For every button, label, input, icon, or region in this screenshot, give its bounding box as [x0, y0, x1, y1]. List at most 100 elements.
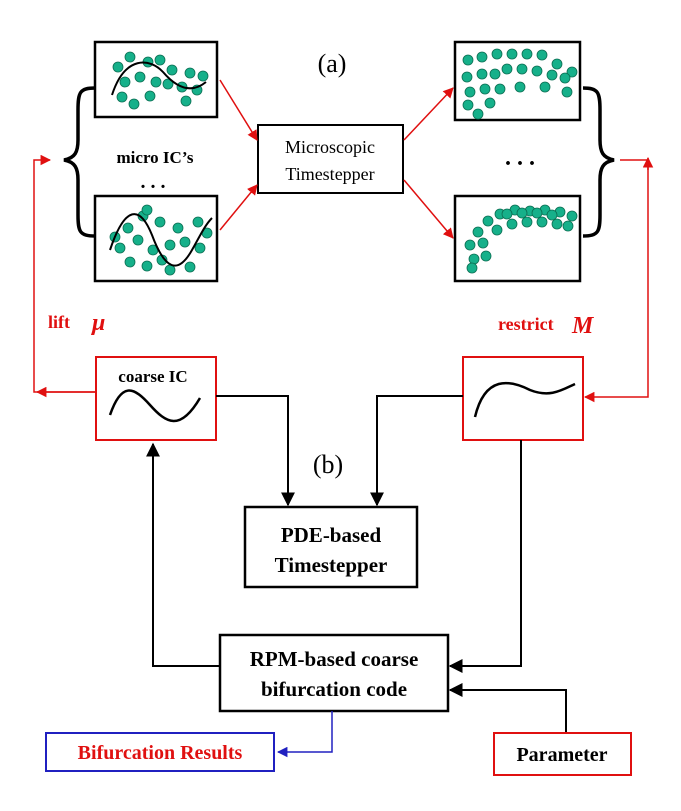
restricted-state-box — [462, 356, 584, 441]
arrow-parameter-to-rpm — [448, 683, 567, 733]
coarse-ic-label: coarse IC — [118, 367, 187, 386]
particle-dot — [484, 97, 496, 109]
particle-dot — [179, 236, 191, 248]
particle-dot — [491, 48, 503, 60]
particle-dot — [562, 220, 574, 232]
micro-output-box-1 — [453, 40, 582, 122]
coarse-ic-curve — [108, 389, 202, 423]
particle-dot — [461, 71, 473, 83]
part-b-label: (b) — [313, 450, 343, 479]
micro-output-particles-1 — [461, 48, 578, 120]
particle-dot — [194, 242, 206, 254]
micro-ic-particles-1 — [112, 51, 209, 110]
left-brace — [63, 86, 96, 238]
particle-dot — [477, 237, 489, 249]
micro-ic-curve-2 — [109, 213, 213, 267]
particle-dot — [536, 216, 548, 228]
particle-dot — [472, 108, 484, 120]
restrict-symbol: M — [571, 313, 595, 339]
rpm-bifurcation-box: RPM-based coarse bifurcation code — [218, 633, 450, 713]
particle-dot — [506, 48, 518, 60]
particle-dot — [468, 253, 480, 265]
particle-dot — [119, 76, 131, 88]
micro-ic-particles-2 — [109, 204, 213, 276]
particle-dot — [531, 207, 543, 219]
particle-dot — [521, 216, 533, 228]
particle-dot — [162, 78, 174, 90]
particle-dot — [124, 256, 136, 268]
particle-dot — [546, 69, 558, 81]
particle-dot — [141, 204, 153, 216]
rpm-box-line1: RPM-based coarse — [250, 647, 419, 671]
micro-ic-box-2 — [93, 194, 219, 283]
particle-dot — [479, 83, 491, 95]
particle-dot — [551, 58, 563, 70]
particle-dot — [464, 239, 476, 251]
part-a-label: (a) — [318, 49, 347, 78]
particle-dot — [466, 262, 478, 274]
particle-dot — [464, 86, 476, 98]
particle-dot — [172, 222, 184, 234]
particle-dot — [551, 218, 563, 230]
particle-dot — [536, 49, 548, 61]
particle-dot — [531, 65, 543, 77]
particle-dot — [516, 207, 528, 219]
particle-dot — [501, 63, 513, 75]
parameter-box: Parameter — [493, 732, 632, 776]
particle-dot — [166, 64, 178, 76]
particle-dot — [184, 67, 196, 79]
arrow-ic2-to-micro — [219, 184, 258, 231]
particle-dot — [112, 61, 124, 73]
arrow-micro-to-out1 — [403, 87, 454, 141]
lift-label: lift — [48, 312, 70, 332]
micro-ic-curve-1 — [111, 61, 207, 96]
right-brace — [582, 86, 615, 238]
particle-dot — [184, 261, 196, 273]
micro-outputs-ellipsis: . . . — [505, 145, 535, 171]
micro-output-box-2 — [453, 194, 582, 283]
pde-timestepper-box: PDE-based Timestepper — [243, 505, 419, 589]
arrow-ic1-to-micro — [219, 79, 258, 141]
pde-timestepper-line2: Timestepper — [275, 553, 388, 577]
pde-timestepper-line1: PDE-based — [281, 523, 382, 547]
particle-dot — [476, 68, 488, 80]
restricted-state-curve — [473, 381, 576, 418]
particle-dot — [154, 54, 166, 66]
restrict-arrow — [583, 159, 649, 403]
particle-dot — [122, 222, 134, 234]
arrow-restricted-to-rpm — [448, 440, 522, 673]
particle-dot — [514, 81, 526, 93]
particle-dot — [462, 99, 474, 111]
particle-dot — [132, 234, 144, 246]
particle-dot — [462, 54, 474, 66]
particle-dot — [150, 76, 162, 88]
parameter-label: Parameter — [516, 744, 607, 766]
microscopic-timestepper-line1: Microscopic — [285, 137, 375, 157]
particle-dot — [154, 216, 166, 228]
microscopic-timestepper-box: Microscopic Timestepper — [257, 124, 404, 194]
particle-dot — [539, 81, 551, 93]
micro-output-particles-2 — [464, 204, 578, 274]
micro-ic-box-1 — [93, 40, 219, 119]
rpm-box-line2: bifurcation code — [261, 677, 407, 701]
arrow-rpm-to-coarse-ic — [146, 442, 220, 667]
particle-dot — [501, 208, 513, 220]
arrow-rpm-to-results — [276, 711, 333, 758]
microscopic-timestepper-line2: Timestepper — [285, 164, 374, 184]
lift-arrow-line — [33, 154, 96, 393]
particle-dot — [566, 66, 578, 78]
bifurcation-results-label: Bifurcation Results — [78, 742, 243, 764]
coarse-ic-box: coarse IC — [95, 356, 217, 441]
particle-dot — [489, 68, 501, 80]
arrow-micro-to-out2 — [403, 179, 454, 239]
particle-dot — [197, 70, 209, 82]
particle-dot — [546, 209, 558, 221]
particle-dot — [114, 242, 126, 254]
micro-ics-ellipsis: . . . — [141, 171, 166, 193]
bifurcation-results-box: Bifurcation Results — [45, 732, 275, 772]
particle-dot — [491, 224, 503, 236]
particle-dot — [472, 226, 484, 238]
particle-dot — [516, 63, 528, 75]
particle-dot — [144, 90, 156, 102]
